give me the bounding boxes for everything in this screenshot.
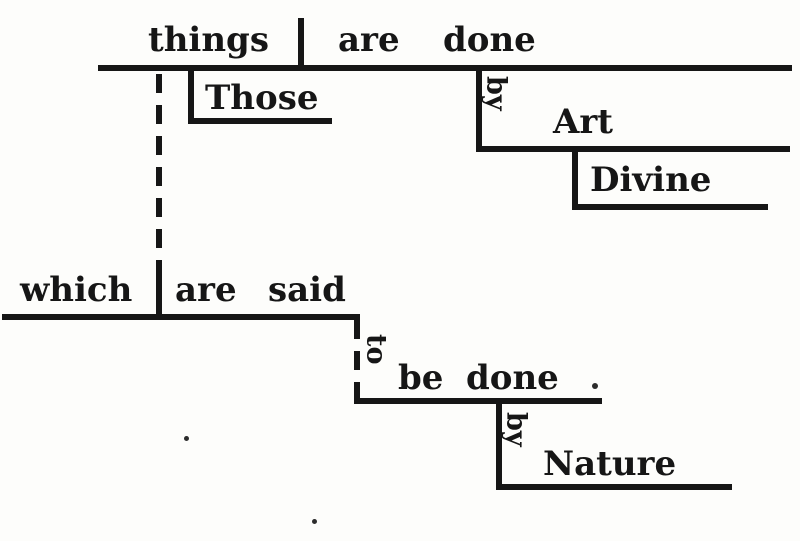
- divine-modifier-shelf-line: [572, 204, 768, 210]
- relative-clause-baseline: [2, 314, 360, 320]
- relative-subject: which: [20, 270, 133, 310]
- relative-verb: said: [268, 270, 346, 310]
- infinitive-marker-word: to: [360, 334, 392, 365]
- main-clause-baseline: [98, 65, 792, 71]
- determiner-stem-line: [188, 71, 194, 124]
- divine-modifier-stem-line: [572, 152, 578, 210]
- ink-speck: [312, 519, 317, 524]
- infinitive-connector-dashed-line: [354, 320, 360, 402]
- relative-subject-verb-divider: [156, 266, 162, 320]
- prep-by-nature-word: by: [500, 412, 532, 447]
- prep-by-art-baseline: [476, 146, 790, 152]
- main-verb: done: [443, 20, 536, 60]
- infinitive-verb: done: [466, 358, 559, 398]
- main-verb-aux: are: [338, 20, 400, 60]
- prep-by-art-word: by: [480, 76, 512, 111]
- relative-verb-aux: are: [175, 270, 237, 310]
- determiner-word: Those: [205, 78, 319, 118]
- prep-by-nature-baseline: [496, 484, 732, 490]
- prep-object-nature: Nature: [543, 444, 677, 484]
- prep-object-art: Art: [553, 102, 613, 142]
- divine-modifier-word: Divine: [590, 160, 712, 200]
- main-subject: things: [148, 20, 269, 60]
- relative-pronoun-connector-dashed-line: [156, 74, 162, 268]
- prep-by-nature-stem-line: [496, 404, 502, 490]
- prep-by-art-stem-line: [476, 71, 482, 152]
- infinitive-baseline: [354, 398, 602, 404]
- ink-speck: [184, 436, 189, 441]
- ink-speck: [592, 383, 598, 389]
- infinitive-aux: be: [398, 358, 444, 398]
- main-subject-verb-divider: [298, 18, 304, 71]
- determiner-shelf-line: [188, 118, 332, 124]
